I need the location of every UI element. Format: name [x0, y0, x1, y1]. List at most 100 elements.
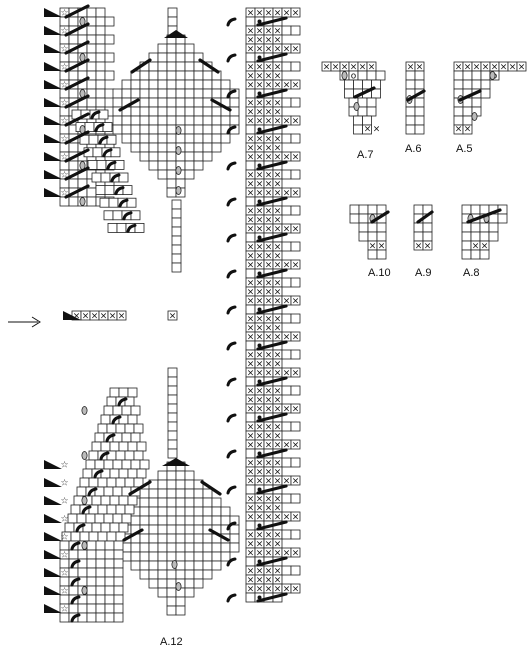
- cable-hook: [226, 449, 237, 459]
- chart-cell: [113, 576, 124, 587]
- stitch-x: ×: [274, 252, 282, 262]
- chart-cell: [148, 497, 159, 508]
- stitch-x: ×: [256, 297, 264, 307]
- chart-cell: [166, 115, 177, 126]
- chart-cell: [95, 576, 106, 587]
- chart-cell: [166, 142, 177, 153]
- chart-cell: [353, 115, 363, 126]
- stitch-x: ×: [256, 81, 264, 91]
- chart-cell: [157, 470, 168, 481]
- chart-cell: [413, 204, 424, 215]
- stitch-x: ×: [274, 108, 282, 118]
- chart-cell: [211, 542, 222, 553]
- chart-label-a7: A.7: [357, 149, 374, 161]
- chart-cell: [109, 387, 120, 398]
- chart-cell: [171, 235, 182, 246]
- chart-cell: [220, 115, 231, 126]
- stitch-x: ×: [274, 225, 282, 235]
- chart-cell: [127, 441, 138, 452]
- stitch-wedge: [44, 496, 62, 505]
- chart-cell: [100, 495, 111, 506]
- cable-hook: [70, 541, 81, 551]
- chart-cell: [281, 457, 292, 468]
- stitch-x: ×: [265, 45, 273, 55]
- stitch-x: ×: [247, 396, 255, 406]
- stitch-x: ×: [256, 117, 264, 127]
- stitch-x: ×: [274, 279, 282, 289]
- stitch-x: ×: [265, 585, 273, 595]
- chart-cell: [103, 210, 114, 221]
- stitch-dot: [257, 19, 262, 24]
- stitch-x: ×: [265, 396, 273, 406]
- chart-cell: [175, 133, 186, 144]
- chart-cell: [171, 217, 182, 228]
- chart-cell: [488, 213, 499, 224]
- chart-cell: [102, 122, 113, 132]
- stitch-x: ×: [256, 207, 264, 217]
- stitch-x: ×: [247, 108, 255, 118]
- chart-cell: [130, 405, 141, 416]
- chart-cell: [167, 385, 178, 396]
- stitch-x: ×: [416, 63, 424, 73]
- stitch-x: ×: [491, 63, 499, 73]
- chart-cell: [171, 199, 182, 210]
- chart-cell: [114, 159, 125, 170]
- stitch-x: ×: [265, 135, 273, 145]
- chart-cell: [281, 313, 292, 324]
- chart-cell: [479, 204, 490, 215]
- chart-cell: [229, 542, 240, 553]
- stitch-x: ×: [256, 468, 264, 478]
- chart-cell: [95, 43, 106, 54]
- chart-cell: [121, 133, 132, 144]
- chart-cell: [193, 133, 204, 144]
- stitch-wedge: [44, 514, 62, 523]
- stitch-x: ×: [265, 27, 273, 37]
- stitch-x: ×: [283, 261, 291, 271]
- chart-cell: [290, 133, 301, 144]
- stitch-x: ×: [274, 135, 282, 145]
- stitch-x: ×: [265, 108, 273, 118]
- chart-cell: [175, 97, 186, 108]
- chart-cell: [68, 585, 79, 596]
- chart-cell: [157, 169, 168, 180]
- chart-cell: [175, 52, 186, 63]
- chart-cell: [139, 115, 150, 126]
- chart-cell: [95, 34, 106, 45]
- chart-cell: [175, 605, 186, 616]
- stitch-x: ×: [424, 242, 432, 252]
- chart-cell: [461, 204, 472, 215]
- chart-cell: [202, 106, 213, 117]
- stitch-x: ×: [247, 540, 255, 550]
- chart-cell: [95, 7, 106, 18]
- chart-cell: [405, 124, 416, 135]
- chart-cell: [462, 106, 473, 117]
- chart-cell: [290, 241, 301, 252]
- stitch-x: ×: [274, 153, 282, 163]
- stitch-x: ×: [256, 540, 264, 550]
- chart-cell: [184, 88, 195, 99]
- stitch-x: ×: [283, 441, 291, 451]
- stitch-x: ×: [265, 351, 273, 361]
- chart-cell: [122, 185, 133, 196]
- cable-hook: [226, 233, 237, 243]
- chart-cell: [109, 441, 120, 452]
- chart-cell: [113, 594, 124, 605]
- chart-cell: [130, 88, 141, 99]
- chart-cell: [281, 421, 292, 432]
- chart-cell: [107, 222, 118, 233]
- chart-cell: [290, 529, 301, 540]
- chart-cell: [184, 497, 195, 508]
- stitch-x: ×: [247, 324, 255, 334]
- chart-cell: [95, 185, 106, 196]
- chart-cell: [281, 241, 292, 252]
- chart-cell: [112, 513, 123, 524]
- chart-cell: [139, 515, 150, 526]
- chart-cell: [77, 549, 88, 560]
- stitch-x: ×: [265, 576, 273, 586]
- chart-cell: [157, 133, 168, 144]
- stitch-star: ☆: [60, 99, 68, 109]
- chart-cell: [157, 569, 168, 580]
- chart-cell: [113, 612, 124, 623]
- cable-stroke: [256, 376, 288, 387]
- chart-cell: [112, 459, 123, 470]
